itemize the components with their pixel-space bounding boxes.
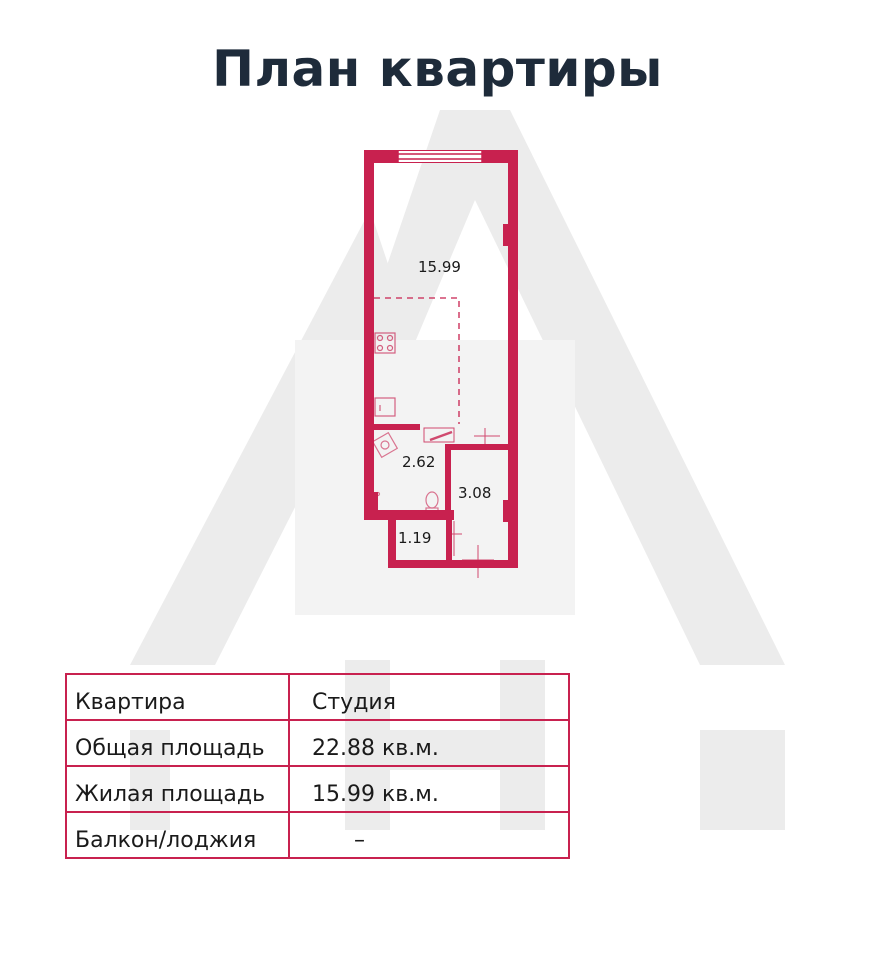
row-value: – bbox=[288, 811, 570, 859]
room-area-bathroom: 3.08 bbox=[458, 484, 491, 502]
table-row: Квартира Студия bbox=[65, 673, 570, 721]
row-label: Квартира bbox=[65, 673, 290, 721]
row-value: 15.99 кв.м. bbox=[288, 765, 570, 813]
entrance-door bbox=[423, 427, 455, 443]
row-value: 22.88 кв.м. bbox=[288, 719, 570, 767]
room-area-living: 15.99 bbox=[418, 258, 461, 276]
table-row: Балкон/лоджия – bbox=[65, 811, 570, 859]
row-label: Балкон/лоджия bbox=[65, 811, 290, 859]
row-label: Общая площадь bbox=[65, 719, 290, 767]
page-title: План квартиры bbox=[212, 40, 663, 98]
table-row: Общая площадь 22.88 кв.м. bbox=[65, 719, 570, 767]
apartment-info-table: Квартира Студия Общая площадь 22.88 кв.м… bbox=[65, 673, 570, 859]
walls bbox=[364, 150, 518, 568]
window-top bbox=[397, 151, 483, 162]
row-label: Жилая площадь bbox=[65, 765, 290, 813]
stove-icon bbox=[374, 332, 396, 354]
washer-icon bbox=[371, 431, 399, 497]
room-area-hall: 2.62 bbox=[402, 453, 435, 471]
table-row: Жилая площадь 15.99 кв.м. bbox=[65, 765, 570, 813]
sink-icon bbox=[374, 397, 396, 417]
toilet-icon bbox=[425, 491, 439, 513]
row-value: Студия bbox=[288, 673, 570, 721]
kitchen-zone bbox=[374, 297, 460, 424]
door-swing-marks bbox=[448, 428, 500, 578]
room-area-storage: 1.19 bbox=[398, 529, 431, 547]
